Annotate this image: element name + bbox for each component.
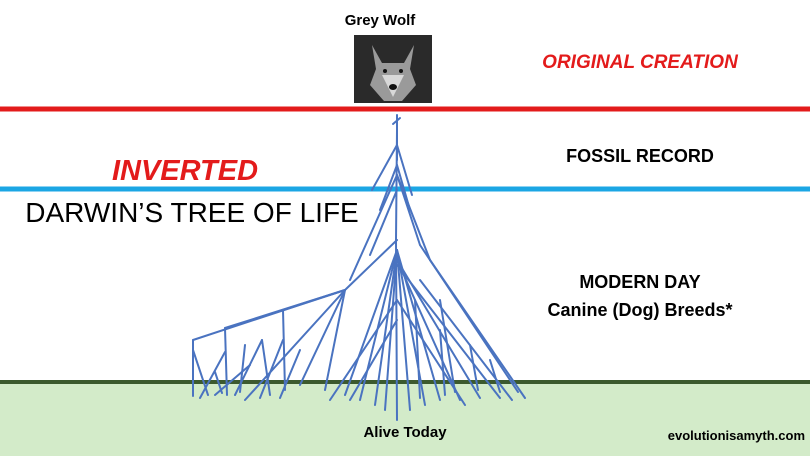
ground-band bbox=[0, 381, 810, 456]
grey-wolf-photo bbox=[354, 35, 432, 103]
modern-day-label: MODERN DAY bbox=[579, 272, 701, 292]
wolf-photo-icon bbox=[354, 35, 432, 103]
alive-today-label: Alive Today bbox=[363, 424, 447, 441]
dog-breeds-label: Canine (Dog) Breeds* bbox=[547, 300, 733, 320]
fossil-record-label: FOSSIL RECORD bbox=[566, 146, 714, 166]
site-url: evolutionisamyth.com bbox=[667, 428, 805, 443]
tree-of-life-title: DARWIN’S TREE OF LIFE bbox=[25, 197, 359, 228]
grey-wolf-label: Grey Wolf bbox=[344, 12, 416, 29]
tree-branches bbox=[192, 114, 526, 421]
original-creation-label: ORIGINAL CREATION bbox=[542, 52, 738, 73]
inverted-label: INVERTED bbox=[111, 155, 259, 187]
